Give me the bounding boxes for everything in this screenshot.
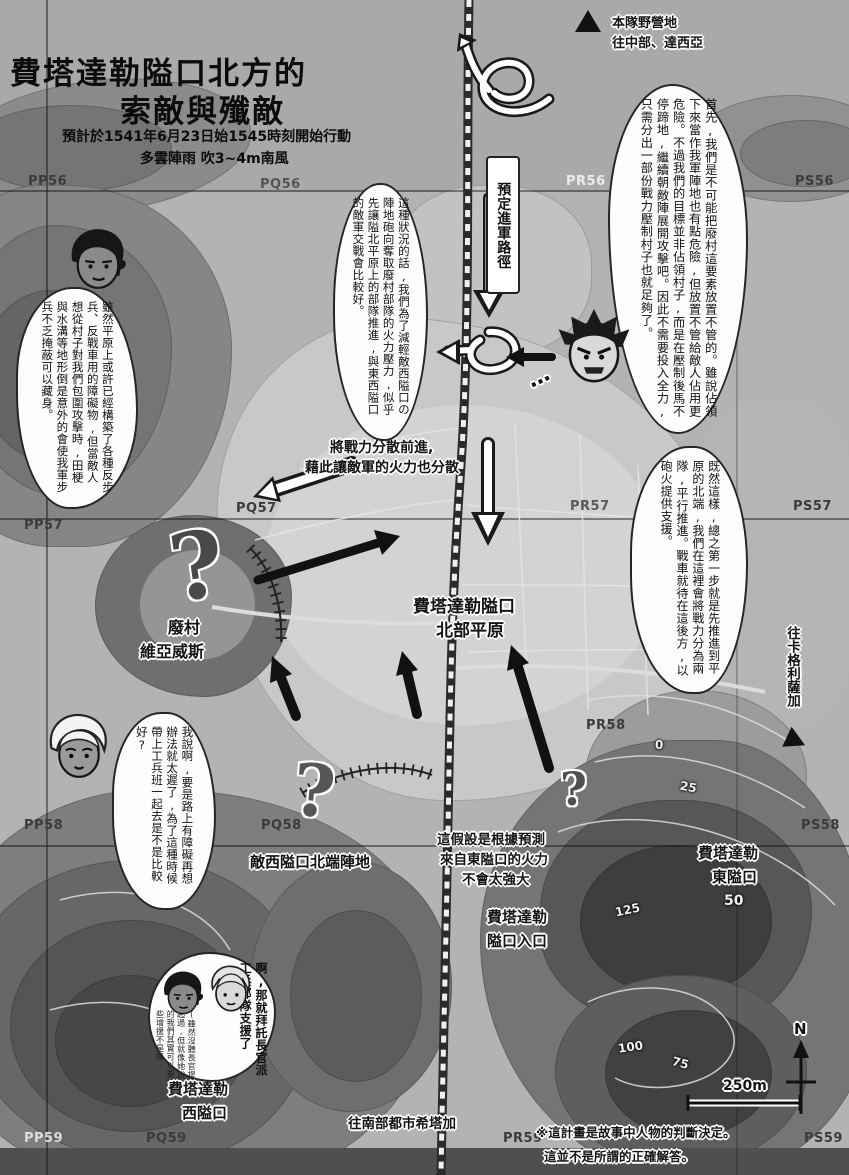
- west-pass-label-line2: 西隘口: [182, 1104, 228, 1122]
- character-face-white-hair-icon: [49, 713, 107, 778]
- grid-label: PQ58: [261, 818, 302, 833]
- disclaimer-note-line2: 這並不是所謂的正確解答。: [544, 1149, 695, 1164]
- speech-text: 首先,我們是不可能把廢村這要素放置不管的。雖說佔領下來當作我軍陣地也有點危險,但…: [638, 98, 718, 420]
- camp-direction-label: 往中部、達西亞: [612, 36, 704, 51]
- north-plain-label-line2: 北部平原: [436, 621, 504, 641]
- grid-label: PP56: [28, 174, 68, 189]
- scale-label: 250m: [723, 1078, 767, 1094]
- speech-subtext: (雖然沒聽長官提起過,但就像她說的我們其實可以要些增援不是嘛⋯: [155, 1010, 197, 1079]
- speech-text: 既然這樣,總之第一步就是先推進到平原的北端,我們在這裡會將戰力分為兩隊,平行推進…: [659, 460, 721, 677]
- terrain-region: [0, 105, 172, 192]
- speech-bubble-support-request: 啊,那就拜託長官派工兵部隊支援了 (雖然沒聽長官提起過,但就像她說的我們其實可以…: [148, 952, 276, 1082]
- page-subtitle-weather: 多雲陣雨 吹3~4m南風: [140, 151, 289, 167]
- assumption-note-line2: 來自東隘口的火力: [440, 852, 548, 868]
- terrain-region: [290, 910, 422, 1082]
- speech-bubble-advance-plan: 既然這樣,總之第一步就是先推進到平原的北端,我們在這裡會將戰力分為兩隊,平行推進…: [630, 446, 748, 694]
- camp-north-arrow-icon: [575, 10, 601, 32]
- grid-label: PS57: [793, 499, 832, 514]
- speech-text: 我說啊,要是路上有障礙再想辦法就太遲了,為了這種時候帶上工兵班一起去是不是比較好…: [134, 726, 195, 885]
- grid-label: PS58: [801, 818, 840, 833]
- grid-label: PR59: [503, 1131, 543, 1146]
- question-mark-west-pass: ?: [289, 746, 339, 835]
- pass-entrance-label-line2: 隘口入口: [487, 932, 548, 950]
- grid-label: PQ57: [236, 501, 277, 516]
- south-city-label: 往南部都市希塔加: [348, 1116, 456, 1132]
- page-subtitle-datetime: 預計於1541年6月23日始1545時刻開始行動: [62, 129, 352, 145]
- speech-bubble-terrain-cover: 雖然平原上或許已經構築了各種反步兵、反戰車用的障礙物,但當敵人想從村子對我們包圍…: [16, 287, 138, 509]
- north-plain-label-line1: 費塔達勒隘口: [413, 597, 515, 617]
- grid-label: PQ56: [260, 177, 301, 192]
- page-title-line1: 費塔達勒隘口北方的: [10, 56, 307, 92]
- disclaimer-note-line1: ※這計畫是故事中人物的判斷決定。: [536, 1125, 736, 1140]
- west-pass-north-position-label: 敵西隘口北端陣地: [250, 853, 371, 871]
- grid-label: PR57: [570, 499, 610, 514]
- terrain-plain-inner: [265, 405, 665, 725]
- speech-bubble-fire-pressure: 這種狀況的話,我們為了減輕敵西隘口の陣地砲向奪取廢村部隊的火力壓力,似乎先讓隘北…: [333, 183, 428, 441]
- speech-bubble-village-plan: 首先,我們是不可能把廢村這要素放置不管的。雖說佔領下來當作我軍陣地也有點危險,但…: [608, 84, 748, 434]
- grid-label: PR56: [566, 174, 606, 189]
- character-face-angry-icon: [556, 307, 632, 383]
- ruined-village-label-line1: 廢村: [168, 618, 201, 637]
- route-label: 預定進軍路徑: [495, 181, 512, 269]
- west-pass-label-line1: 費塔達勒: [168, 1080, 229, 1098]
- pass-entrance-label-line1: 費塔達勒: [487, 908, 548, 926]
- village-hill-inner: [140, 550, 255, 660]
- grid-label: PP57: [24, 518, 64, 533]
- speech-text: 這種狀況的話,我們為了減輕敵西隘口の陣地砲向奪取廢村部隊的火力壓力,似乎先讓隘北…: [351, 197, 411, 416]
- character-face-dark-small-icon: [163, 970, 204, 1015]
- camp-name-label: 本隊野營地: [612, 16, 678, 31]
- grid-label: PP58: [24, 818, 64, 833]
- grid-label: PR58: [586, 718, 626, 733]
- speech-bubble-engineer-suggestion: 我說啊,要是路上有障礙再想辦法就太遲了,為了這種時候帶上工兵班一起去是不是比較好…: [112, 712, 216, 910]
- assumption-note-line1: 這假設是根據預測: [437, 832, 545, 848]
- bottom-band: [0, 1148, 849, 1175]
- terrain-region: [605, 1010, 772, 1137]
- contour-number: 0: [655, 738, 664, 752]
- compass-label: N: [794, 1020, 807, 1038]
- grid-label: PP59: [24, 1131, 64, 1146]
- ruined-village-label-line2: 維亞威斯: [140, 642, 205, 661]
- contour-number: 50: [724, 893, 744, 909]
- assumption-note-line3: 不會太強大: [462, 872, 530, 888]
- grid-label: PQ59: [146, 1131, 187, 1146]
- character-face-light-small-icon: [211, 965, 251, 1012]
- east-pass-label-line1: 費塔達勒: [698, 844, 759, 862]
- grid-label: PS59: [804, 1131, 843, 1146]
- east-pass-label-line2: 東隘口: [712, 868, 758, 886]
- page-title-line2: 索敵與殲敵: [120, 94, 285, 130]
- terrain-region: [740, 120, 849, 187]
- contour-number: 25: [678, 778, 698, 796]
- character-face-dark-icon: [70, 228, 127, 289]
- speech-text: 雖然平原上或許已經構築了各種反步兵、反戰車用的障礙物,但當敵人想從村子對我們包圍…: [40, 301, 115, 493]
- east-direction-label: 往卡格利薩加: [784, 626, 800, 707]
- disperse-note-line2: 藉此讓敵軍的火力也分散: [305, 460, 459, 476]
- route-label-box: 預定進軍路徑: [486, 156, 520, 294]
- grid-label: PS56: [795, 174, 834, 189]
- question-mark-east-pass: ?: [560, 762, 587, 816]
